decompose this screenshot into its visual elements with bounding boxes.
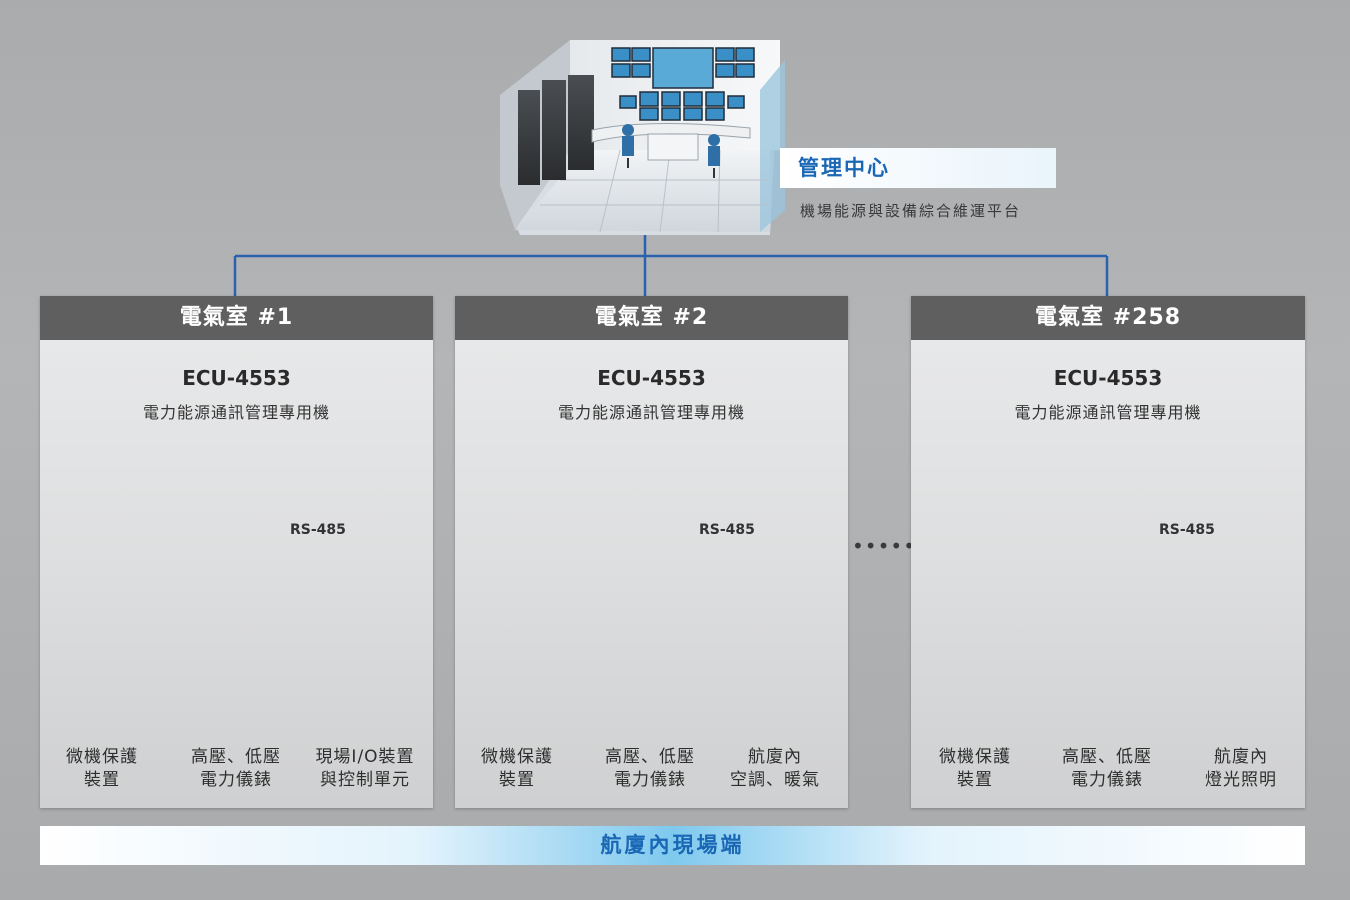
device-label-io: 現場I/O裝置 與控制單元 xyxy=(315,747,415,790)
rs485-label: RS-485 xyxy=(290,522,346,538)
management-center-subtitle: 機場能源與設備綜合維運平台 xyxy=(800,202,1022,220)
device-label-meter: 高壓、低壓 電力儀錶 xyxy=(1062,747,1152,790)
room-title: 電氣室 #258 xyxy=(911,296,1305,340)
electrical-room-panel-2: 電氣室 #2 ECU-4553 電力能源通訊管理專用機 RS-485 微機保護 … xyxy=(455,296,848,808)
device-label-protection: 微機保護 裝置 xyxy=(939,747,1011,790)
room-title: 電氣室 #1 xyxy=(40,296,433,340)
control-room-illustration xyxy=(500,40,785,235)
device-label-meter: 高壓、低壓 電力儀錶 xyxy=(191,747,281,790)
rs485-label: RS-485 xyxy=(1159,522,1215,538)
management-center-title: 管理中心 xyxy=(780,148,1056,188)
device-model-description: 電力能源通訊管理專用機 xyxy=(557,403,745,422)
device-label-meter: 高壓、低壓 電力儀錶 xyxy=(605,747,695,790)
electrical-room-panel-258: 電氣室 #258 ECU-4553 電力能源通訊管理專用機 RS-485 微機保… xyxy=(911,296,1305,808)
device-label-hvac: 航廈內 空調、暖氣 xyxy=(730,747,820,790)
rs485-label: RS-485 xyxy=(699,522,755,538)
device-model-description: 電力能源通訊管理專用機 xyxy=(1014,403,1202,422)
device-label-protection: 微機保護 裝置 xyxy=(481,747,553,790)
device-label-protection: 微機保護 裝置 xyxy=(66,747,138,790)
terminal-field-banner: 航廈內現場端 xyxy=(40,826,1305,865)
room-title: 電氣室 #2 xyxy=(455,296,848,340)
device-label-lighting: 航廈內 燈光照明 xyxy=(1205,747,1277,790)
device-model: ECU-4553 xyxy=(597,366,706,390)
electrical-room-panel-1: 電氣室 #1 ECU-4553 電力能源通訊管理專用機 RS-485 微機保護 … xyxy=(40,296,433,808)
device-model: ECU-4553 xyxy=(1053,366,1163,390)
device-model-description: 電力能源通訊管理專用機 xyxy=(142,403,330,422)
device-model: ECU-4553 xyxy=(182,366,291,390)
